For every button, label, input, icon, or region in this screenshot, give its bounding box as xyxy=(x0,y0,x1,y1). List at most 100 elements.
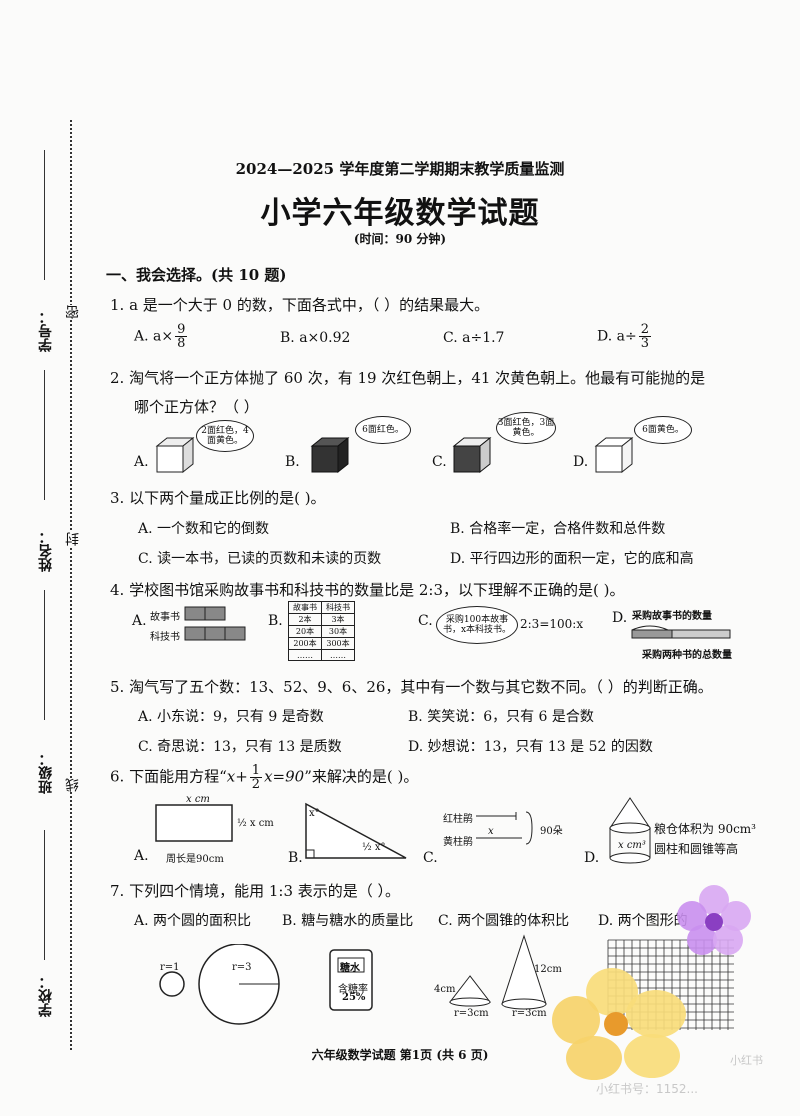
q1-d-num: 2 xyxy=(638,322,651,337)
q6-eq-den: 2 xyxy=(251,777,261,792)
q6-eq-a: x+ xyxy=(226,767,248,786)
q6-text-post: ”来解决的是( )。 xyxy=(304,767,419,786)
feng-marker: 封 xyxy=(63,532,83,546)
q4-option-d[interactable]: D. xyxy=(612,610,628,626)
q5-option-d[interactable]: D. 妙想说：13，只有 13 是 52 的因数 xyxy=(408,739,653,755)
exam-top-line: 2024—2025 学年度第二学期期末教学质量监测 xyxy=(235,160,565,178)
q7-option-d[interactable]: D. 两个图形的 xyxy=(598,913,688,929)
xingming-label: 姓名： xyxy=(38,530,54,572)
q2-option-b[interactable]: B. xyxy=(285,454,300,470)
q7-c-cones xyxy=(448,934,547,1010)
q2-bubble-b: 6面红色。 xyxy=(355,416,411,444)
q6-c-red: 红柱鹃 xyxy=(443,814,473,825)
q1-a-den: 8 xyxy=(177,336,186,351)
q6-c-yellow: 黄柱鹃 xyxy=(443,837,473,848)
xingming-line xyxy=(44,370,45,500)
q7-c-h1: 4cm xyxy=(434,984,456,995)
q7-a-r3: r=3 xyxy=(232,962,252,973)
q4-option-b[interactable]: B. xyxy=(268,613,283,629)
q2-text: 2. 淘气将一个正方体抛了 60 次，有 19 次红色朝上，41 次黄色朝上。他… xyxy=(110,369,706,387)
q4-text: 4. 学校图书馆采购故事书和科技书的数量比是 2:3，以下理解不正确的是( )。 xyxy=(110,581,625,599)
q4-c-bubble: 采购100本故事书，x本科技书。 xyxy=(436,606,518,644)
q7-option-b[interactable]: B. 糖与糖水的质量比 xyxy=(282,913,414,929)
q4-b-head-tech: 科技书 xyxy=(321,601,355,614)
exam-title: 小学六年级数学试题 xyxy=(260,196,540,231)
exam-time: (时间：90 分钟) xyxy=(353,232,447,246)
q6-option-b[interactable]: B. xyxy=(288,850,303,866)
q7-b-cup xyxy=(329,949,373,1011)
q3-option-a[interactable]: A. 一个数和它的倒数 xyxy=(138,521,270,537)
q6-d-text1: 粮仓体积为 90cm³ xyxy=(654,822,756,836)
banji-label: 班级： xyxy=(38,752,54,794)
xuehao-line xyxy=(44,150,45,280)
q4-option-c[interactable]: C. xyxy=(418,613,433,629)
q4-b-cell: 2本 xyxy=(288,613,322,626)
q6-option-c[interactable]: C. xyxy=(423,850,438,866)
q6-text-pre: 6. 下面能用方程“ xyxy=(110,767,227,786)
q4-a-bar-diagram xyxy=(184,606,246,641)
q6-d-volume-label: x cm³ xyxy=(618,840,646,851)
q2-text-2: 哪个正方体？（ ） xyxy=(134,398,259,416)
q4-c-equation: 2:3=100:x xyxy=(520,617,584,631)
banji-line xyxy=(44,590,45,720)
q1-text: 1. a 是一个大于 0 的数，下面各式中，（ ）的结果最大。 xyxy=(110,296,490,314)
q4-d-bottom-label: 采购两种书的总数量 xyxy=(642,650,732,661)
watermark-logo: 小红书 xyxy=(730,1054,763,1067)
q2-option-a[interactable]: A. xyxy=(134,454,149,470)
q2-option-c[interactable]: C. xyxy=(432,454,447,470)
q7-a-circles xyxy=(159,944,280,1025)
q7-option-a[interactable]: A. 两个圆的面积比 xyxy=(134,913,252,929)
q4-d-bar-diagram xyxy=(631,625,731,639)
q6-d-silo xyxy=(609,797,651,864)
q6-c-segments xyxy=(476,811,533,845)
q1-option-b[interactable]: B. a×0.92 xyxy=(280,330,351,346)
q1-option-c[interactable]: C. a÷1.7 xyxy=(443,330,505,346)
yellow-flower-sticker xyxy=(552,968,686,1080)
q6-b-angle-half: ½ x° xyxy=(362,842,386,853)
q4-b-cell: 200本 xyxy=(288,637,322,650)
q6-a-perimeter: 周长是90cm xyxy=(166,854,224,865)
q1-a-num: 9 xyxy=(175,322,188,337)
q7-option-c[interactable]: C. 两个圆锥的体积比 xyxy=(438,913,570,929)
q7-text: 7. 下列四个情境，能用 1:3 表示的是（ ）。 xyxy=(110,882,401,900)
q4-option-a[interactable]: A. xyxy=(132,613,147,629)
q5-option-c[interactable]: C. 奇思说：13，只有 13 是质数 xyxy=(138,739,342,755)
q2-bubble-c: 3面红色，3面黄色。 xyxy=(496,412,556,444)
q4-b-cell: 30本 xyxy=(321,625,355,638)
xuehao-label: 学号： xyxy=(38,310,54,352)
q6-option-a[interactable]: A. xyxy=(134,848,149,864)
q7-b-cup-label: 糖水 xyxy=(340,963,360,974)
q3-option-b[interactable]: B. 合格率一定，合格件数和总件数 xyxy=(450,521,666,537)
q6-a-top: x cm xyxy=(186,794,210,805)
q2-cube-a xyxy=(155,436,195,474)
q7-c-h2: 12cm xyxy=(534,964,562,975)
q4-a-label-story: 故事书 xyxy=(150,612,180,623)
q2-option-d[interactable]: D. xyxy=(573,454,589,470)
q3-option-d[interactable]: D. 平行四边形的面积一定，它的底和高 xyxy=(450,551,694,567)
q6-option-d[interactable]: D. xyxy=(584,850,600,866)
q7-b-cup-rate: 含糖率 xyxy=(338,984,368,995)
q1-d-den: 3 xyxy=(640,336,649,351)
q4-b-cell: …… xyxy=(321,649,355,661)
q1-a-prefix: A. a× xyxy=(134,328,174,345)
q6-c-total: 90朵 xyxy=(540,826,563,837)
watermark-id: 小红书号：1152... xyxy=(596,1082,698,1096)
q3-option-c[interactable]: C. 读一本书，已读的页数和未读的页数 xyxy=(138,551,382,567)
purple-flower-sticker xyxy=(677,885,751,955)
q4-a-label-tech: 科技书 xyxy=(150,632,180,643)
q5-option-b[interactable]: B. 笑笑说：6，只有 6 是合数 xyxy=(408,709,594,725)
q6-a-side: ½ x cm xyxy=(237,818,274,829)
q2-bubble-d: 6面黄色。 xyxy=(634,416,692,444)
q4-d-top-label: 采购故事书的数量 xyxy=(632,611,712,622)
q6-eq-num: 1 xyxy=(249,763,263,778)
binding-dotted-line xyxy=(70,120,72,1050)
xuexiao-label: 学校： xyxy=(38,975,54,1017)
q6-c-x: x xyxy=(488,826,494,837)
q5-option-a[interactable]: A. 小东说：9，只有 9 是奇数 xyxy=(138,709,324,725)
q4-b-cell: …… xyxy=(288,649,322,661)
q6-a-rectangle xyxy=(155,804,233,842)
